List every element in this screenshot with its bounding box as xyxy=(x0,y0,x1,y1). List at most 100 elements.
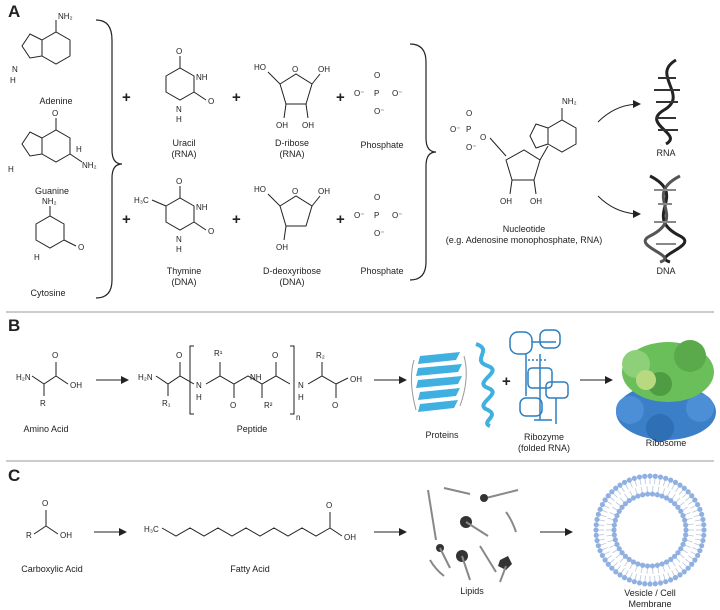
protein-helix-icon xyxy=(475,342,495,428)
lipid-head xyxy=(657,580,664,586)
svg-text:R¹: R¹ xyxy=(214,349,223,358)
lipid-head xyxy=(642,473,648,479)
lipid-head xyxy=(635,493,641,499)
svg-text:O: O xyxy=(374,71,380,80)
lipid-head xyxy=(617,482,623,488)
lipid-head xyxy=(672,575,679,581)
svg-text:O⁻: O⁻ xyxy=(450,125,460,134)
lipid-head xyxy=(683,522,689,528)
lipid-head xyxy=(671,553,678,559)
svg-text:N: N xyxy=(176,235,182,244)
lipid-head xyxy=(614,541,620,547)
svg-text:O: O xyxy=(480,133,486,142)
panel-label-a: A xyxy=(8,2,21,21)
lipid-head xyxy=(675,504,681,510)
svg-text:O⁻: O⁻ xyxy=(374,229,384,238)
lipid-head xyxy=(649,563,656,569)
svg-text:OH: OH xyxy=(500,197,512,206)
lipid-head xyxy=(663,579,669,585)
svg-text:NH₂: NH₂ xyxy=(82,161,97,170)
lipid-head xyxy=(609,489,615,495)
lipid-head xyxy=(599,552,605,559)
svg-text:P: P xyxy=(374,211,379,220)
svg-text:H: H xyxy=(34,253,40,262)
svg-text:O: O xyxy=(332,401,338,410)
lipid-head xyxy=(613,485,619,491)
svg-text:H: H xyxy=(8,165,14,174)
lipid-head xyxy=(630,559,637,565)
lipid-head xyxy=(654,492,660,498)
svg-text:O⁻: O⁻ xyxy=(392,211,402,220)
svg-text:O: O xyxy=(292,187,298,196)
lipid-head xyxy=(671,501,678,507)
plus-sign: + xyxy=(122,89,131,106)
deoxyribose-label: D-deoxyribose (DNA) xyxy=(262,266,322,287)
lipid-head xyxy=(701,522,707,528)
lipid-head xyxy=(649,491,656,497)
lipid-head xyxy=(701,532,707,538)
svg-text:O⁻: O⁻ xyxy=(374,107,384,116)
svg-text:R²: R² xyxy=(264,401,273,410)
lipid-head xyxy=(593,522,599,528)
plus-sign: + xyxy=(232,211,241,228)
cytosine-structure: NH₂ O H xyxy=(34,197,84,262)
lipid-head xyxy=(685,489,691,495)
lipid-head xyxy=(697,506,703,512)
lipid-head xyxy=(635,561,641,567)
lipid-head xyxy=(593,527,599,533)
svg-text:O: O xyxy=(176,351,182,360)
uracil-structure: O O NH N H xyxy=(165,47,214,124)
carboxylic-acid-structure: R O OH xyxy=(26,499,72,540)
lipid-head xyxy=(678,508,684,514)
lipid-head xyxy=(611,527,617,533)
carboxylic-acid-label: Carboxylic Acid xyxy=(21,564,83,574)
phosphate-label-top: Phosphate xyxy=(360,140,404,150)
lipid-head xyxy=(663,475,669,481)
lipid-head xyxy=(680,513,686,519)
svg-text:N: N xyxy=(176,105,182,114)
svg-text:P: P xyxy=(466,125,471,134)
lipid-head xyxy=(631,475,637,481)
lipid-head xyxy=(636,474,643,480)
svg-text:NH₂: NH₂ xyxy=(562,97,577,106)
thymine-label: Thymine (DNA) xyxy=(166,266,202,287)
lipid-head xyxy=(678,546,684,552)
plus-sign: + xyxy=(122,211,131,228)
svg-text:OH: OH xyxy=(344,533,356,542)
lipid-head xyxy=(612,517,618,523)
lipid-head xyxy=(668,577,674,583)
svg-text:O: O xyxy=(292,65,298,74)
lipid-head xyxy=(621,575,628,581)
lipid-head xyxy=(668,556,674,563)
deoxyribose-structure: HO OH O OH xyxy=(254,185,330,252)
svg-text:H: H xyxy=(76,145,82,154)
lipid-head xyxy=(683,527,689,533)
lipid-head xyxy=(612,537,618,543)
svg-text:H₂N: H₂N xyxy=(138,373,153,382)
lipid-head xyxy=(616,546,622,552)
svg-text:O: O xyxy=(176,47,182,56)
ribose-structure: HO OH O OH OH xyxy=(254,63,330,130)
lipid-head xyxy=(652,473,658,479)
svg-text:H: H xyxy=(10,76,16,85)
svg-text:HO: HO xyxy=(254,185,266,194)
lipid-head xyxy=(663,559,670,565)
svg-text:OH: OH xyxy=(60,531,72,540)
lipid-head xyxy=(672,479,679,485)
lipid-head xyxy=(659,493,665,499)
lipid-head xyxy=(675,550,681,556)
lipid-head xyxy=(699,543,705,549)
proteins-label: Proteins xyxy=(425,430,459,440)
svg-text:NH: NH xyxy=(196,73,208,82)
svg-text:O: O xyxy=(42,499,48,508)
lipid-head xyxy=(594,537,600,544)
rna-strand-icon xyxy=(654,58,680,146)
lipid-head xyxy=(682,517,688,523)
ribosome-label: Ribosome xyxy=(645,438,687,448)
lipid-head xyxy=(602,497,608,503)
lipid-head xyxy=(677,572,683,578)
dna-label: DNA xyxy=(656,266,676,276)
svg-text:O⁻: O⁻ xyxy=(466,143,476,152)
adenine-label: Adenine xyxy=(39,96,73,106)
svg-text:NH₂: NH₂ xyxy=(58,12,73,21)
